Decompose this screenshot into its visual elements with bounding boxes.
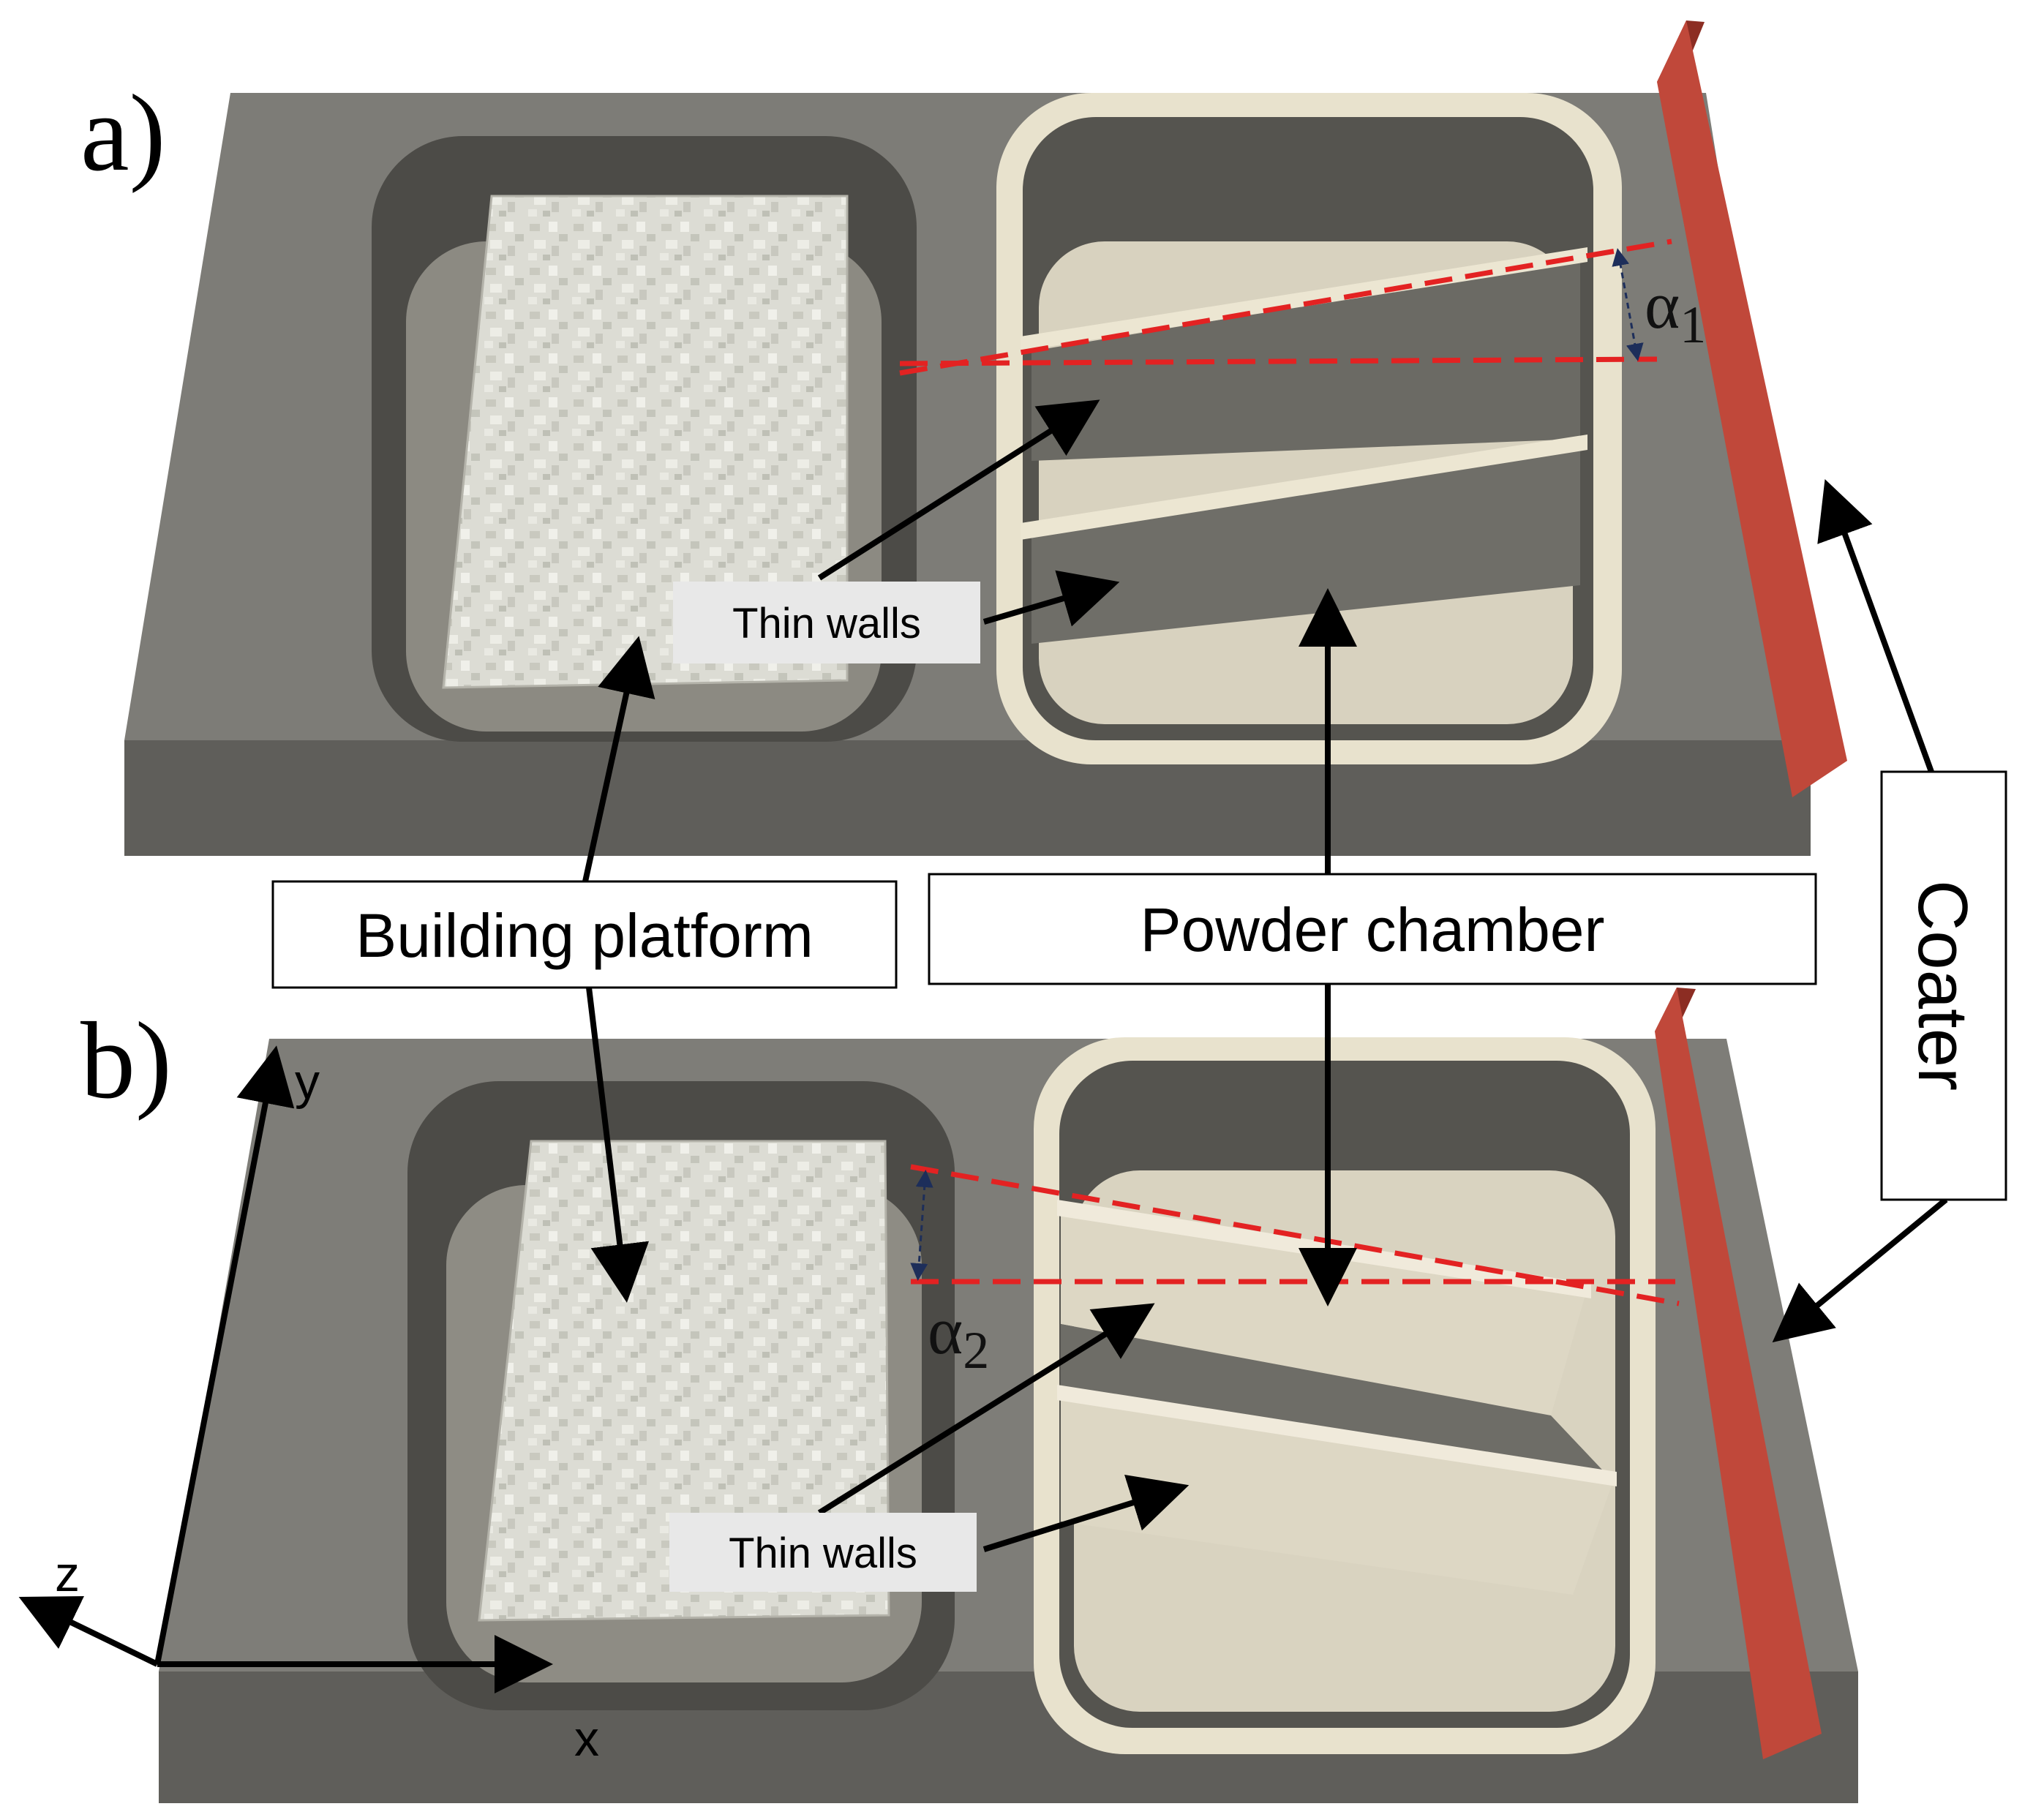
building-platform-block-a [442, 195, 849, 689]
callout-powder-chamber: Powder chamber [928, 873, 1817, 985]
arrow-coater-a [1817, 478, 1934, 773]
thin-wall-a2 [1021, 435, 1587, 540]
arrow-thin-walls-a2 [982, 570, 1120, 627]
x-axis-label: x [574, 1711, 599, 1767]
thin-walls-text-b: Thin walls [729, 1530, 917, 1577]
thin-wall-a1 [1021, 247, 1587, 351]
coater-bar-b [1655, 988, 1822, 1759]
guide-line-wall-b [910, 1164, 1680, 1306]
callout-building-platform: Building platform [271, 880, 898, 989]
arrow-thin-walls-b2 [982, 1474, 1190, 1552]
arrow-thin-walls-b1 [817, 1303, 1155, 1516]
alpha-2-label: α2 [928, 1293, 989, 1380]
arrow-thin-walls-a1 [817, 399, 1100, 581]
divider-gap-b [1061, 1324, 1613, 1481]
divider-shadow-a2 [1031, 446, 1580, 644]
panel-label-a: a) [80, 72, 166, 194]
powder-chamber-box [928, 873, 1817, 985]
building-platform-text: Building platform [356, 901, 813, 970]
angle-marker-a [1612, 248, 1644, 361]
coater-box [1880, 770, 2007, 1201]
guide-line-wall-a [899, 238, 1672, 376]
coater-bar-a [1657, 20, 1847, 797]
thin-walls-box-b [669, 1513, 977, 1592]
callout-coater: Coater [1880, 770, 2007, 1201]
panel-label-b: b) [80, 1000, 172, 1121]
building-platform-box [271, 880, 898, 989]
arrow-coater-b [1772, 1197, 1948, 1343]
alpha-1-label: α1 [1645, 268, 1706, 354]
coater-text: Coater [1904, 880, 1982, 1091]
callout-thin-walls-a: Thin walls [673, 582, 980, 663]
guide-line-reference-a [899, 356, 1658, 366]
panel-a: a) α1 [80, 20, 1847, 856]
y-axis-label: y [295, 1054, 320, 1110]
thin-wall-b2 [1057, 1385, 1617, 1486]
building-platform-block-b [478, 1140, 890, 1622]
arrow-platform-b [586, 987, 650, 1303]
callout-arrows [582, 399, 1948, 1552]
coordinate-axes: x y z [18, 1045, 599, 1767]
base-plate-front-a [124, 740, 1811, 856]
divider-face-b2 [1061, 1392, 1613, 1595]
y-axis-arrow [154, 1045, 295, 1665]
divider-face-b1 [1061, 1208, 1587, 1415]
callout-thin-walls-b: Thin walls [669, 1513, 977, 1592]
panel-b: b) α2 [80, 988, 1858, 1803]
z-axis-arrow [18, 1595, 159, 1667]
angle-marker-b [910, 1170, 933, 1281]
arrow-platform-a [582, 636, 655, 882]
divider-shadow-a1 [1031, 260, 1580, 461]
thin-walls-text-a: Thin walls [732, 600, 921, 647]
z-axis-label: z [55, 1546, 80, 1602]
powder-chamber-text: Powder chamber [1140, 895, 1605, 964]
thin-walls-box-a [673, 582, 980, 663]
